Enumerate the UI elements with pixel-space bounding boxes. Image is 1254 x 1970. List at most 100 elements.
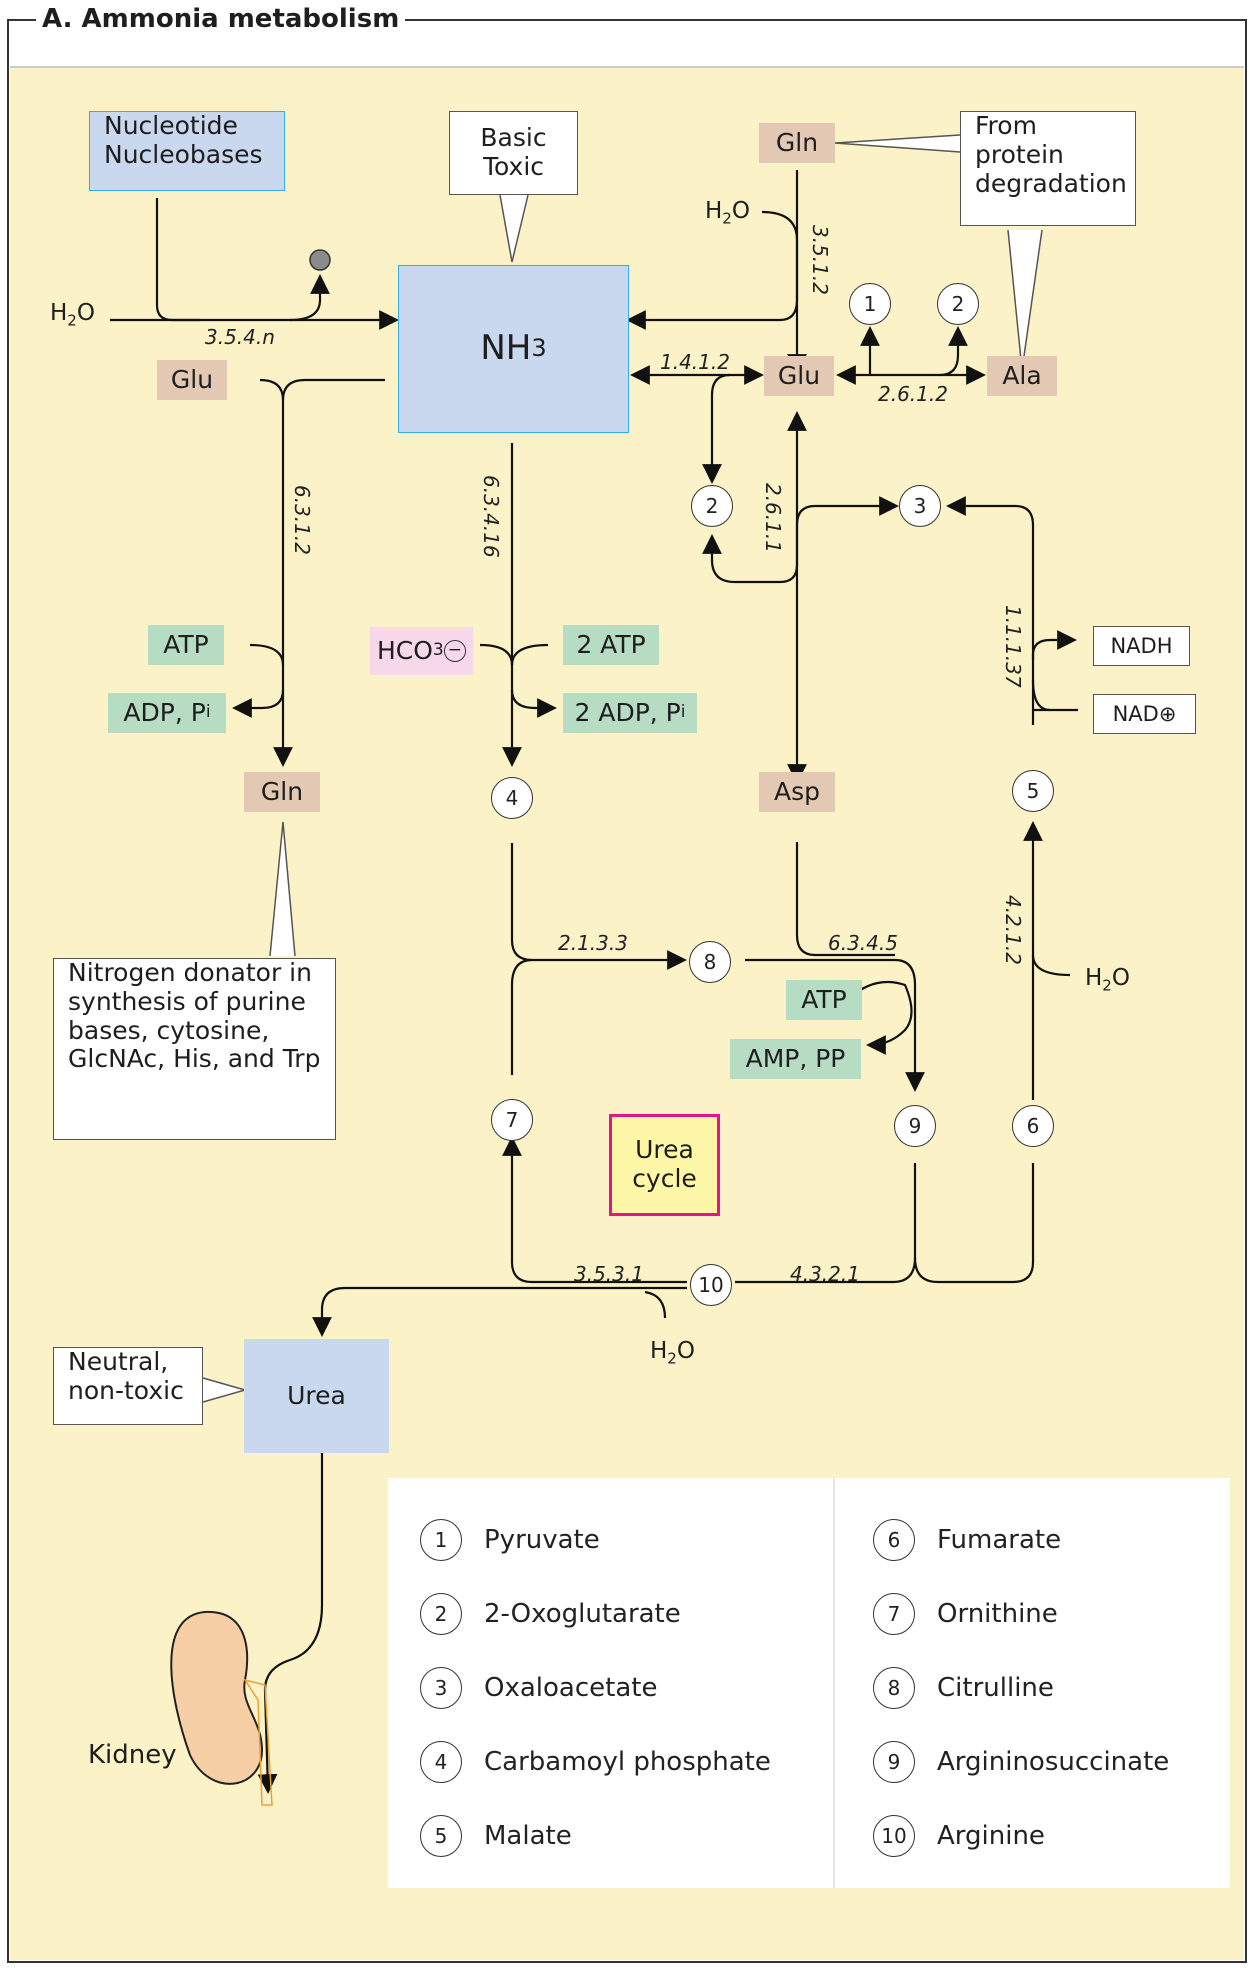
legend-label: Pyruvate <box>484 1525 600 1555</box>
ec-1-1-1-37: 1.1.1.37 <box>1001 605 1025 688</box>
pointer-nitrogen <box>269 821 296 957</box>
legend-item: 5 Malate <box>420 1815 572 1857</box>
legend-number: 5 <box>420 1815 462 1857</box>
legend-label: Arginine <box>937 1821 1045 1851</box>
ec-2-6-1-1: 2.6.1.1 <box>761 483 785 553</box>
degradation-line: degradation <box>975 168 1127 198</box>
line-10-urea <box>312 1286 687 1337</box>
line-nh3-gln <box>281 378 385 401</box>
from-line: From <box>975 111 1037 140</box>
glu-center: Glu <box>764 356 834 396</box>
ec-1-4-1-2: 1.4.1.2 <box>660 350 730 374</box>
ec-4-2-1-2: 4.2.1.2 <box>1001 895 1025 965</box>
ec-4-3-2-1: 4.3.2.1 <box>790 1262 860 1286</box>
h2o-top: H2O <box>705 198 750 228</box>
gln-top: Gln <box>759 123 835 163</box>
legend-label: Carbamoyl phosphate <box>484 1747 771 1777</box>
basic-line: Basic <box>480 123 547 153</box>
ec-2-6-1-2: 2.6.1.2 <box>878 382 948 406</box>
line-to-gray-dot <box>289 274 330 322</box>
legend-label: Ornithine <box>937 1599 1058 1629</box>
urea-cycle-line2: cycle <box>632 1164 697 1193</box>
circle-2-mid: 2 <box>691 485 733 527</box>
legend-label: Oxaloacetate <box>484 1673 658 1703</box>
circle-2-top: 2 <box>937 283 979 325</box>
line-2atp <box>510 643 549 666</box>
legend-item: 2 2-Oxoglutarate <box>420 1593 681 1635</box>
legend-number: 7 <box>873 1593 915 1635</box>
circle-6: 6 <box>1012 1105 1054 1147</box>
line-to-oxoglutarate <box>939 326 968 377</box>
nucleotide-box: Nucleotide Nucleobases <box>89 111 285 191</box>
ala-box: Ala <box>987 356 1057 396</box>
legend-number: 3 <box>420 1667 462 1709</box>
ec-6-3-4-5: 6.3.4.5 <box>828 931 898 955</box>
toxic-line: Toxic <box>482 152 545 181</box>
urea-cycle-box: Urea cycle <box>609 1114 720 1216</box>
line-atp-amp <box>849 980 913 1055</box>
from-protein-callout: From protein degradation <box>960 111 1136 226</box>
legend-label: 2-Oxoglutarate <box>484 1599 681 1629</box>
legend-label: Malate <box>484 1821 572 1851</box>
legend-item: 1 Pyruvate <box>420 1519 600 1561</box>
line-7-join <box>510 958 533 1075</box>
legend-number: 10 <box>873 1815 915 1857</box>
legend-number: 1 <box>420 1519 462 1561</box>
line-nad-join <box>1031 679 1051 712</box>
neutral-line2: non-toxic <box>68 1375 184 1405</box>
h2o-left: H2O <box>50 300 95 330</box>
circle-3: 3 <box>899 485 941 527</box>
nitrogen-line1: Nitrogen donator in <box>68 958 312 987</box>
line-glu-2 <box>702 373 731 484</box>
nitrogen-line4: GlcNAc, His, and Trp <box>68 1044 321 1074</box>
line-atp-left <box>249 643 285 666</box>
ec-6-3-4-16: 6.3.4.16 <box>479 475 503 558</box>
atp-left: ATP <box>148 625 224 665</box>
frame-border <box>7 19 1247 1963</box>
line-h2o-urea <box>644 1290 667 1319</box>
nadh-box: NADH <box>1093 626 1190 666</box>
page-title: A. Ammonia metabolism <box>36 4 406 34</box>
h2o-bottom: H2O <box>650 1338 695 1368</box>
line-nadh <box>1031 630 1077 660</box>
line-10-7 <box>502 1136 687 1284</box>
circle-1: 1 <box>849 283 891 325</box>
legend-item: 4 Carbamoyl phosphate <box>420 1741 771 1783</box>
nitrogen-donator-callout: Nitrogen donator in synthesis of purine … <box>53 958 336 1140</box>
ec-6-3-1-2: 6.3.1.2 <box>290 485 314 555</box>
line-asp-9 <box>795 842 895 957</box>
glu-left: Glu <box>157 360 227 400</box>
gln-bottom: Gln <box>244 772 320 812</box>
neutral-line1: Neutral, <box>68 1347 169 1376</box>
legend-divider <box>833 1478 835 1888</box>
ec-3-5-4-n: 3.5.4.n <box>205 325 275 349</box>
legend-label: Citrulline <box>937 1673 1054 1703</box>
ec-3-5-1-2: 3.5.1.2 <box>808 225 832 295</box>
legend-item: 10 Arginine <box>873 1815 1045 1857</box>
nitrogen-line3: bases, cytosine, <box>68 1015 270 1045</box>
basic-toxic-callout: Basic Toxic <box>449 111 578 195</box>
ec-2-1-3-3: 2.1.3.3 <box>558 931 628 955</box>
asp-box: Asp <box>759 772 835 812</box>
legend-label: Argininosuccinate <box>937 1747 1170 1777</box>
line-h2o-gln <box>626 210 799 330</box>
kidney-shape <box>170 1610 264 1785</box>
circle-9: 9 <box>894 1105 936 1147</box>
legend-number: 2 <box>420 1593 462 1635</box>
ec-3-5-3-1: 3.5.3.1 <box>574 1262 644 1286</box>
ureter-shape <box>243 1678 273 1806</box>
line-2adp <box>510 689 557 718</box>
nucleotide-line2: Nucleobases <box>104 139 263 169</box>
legend-number: 8 <box>873 1667 915 1709</box>
amp-pp: AMP, PP <box>730 1039 861 1079</box>
circle-7: 7 <box>491 1099 533 1141</box>
legend-number: 4 <box>420 1741 462 1783</box>
kidney-label: Kidney <box>88 1740 177 1770</box>
pointer-basic-toxic <box>499 194 529 263</box>
